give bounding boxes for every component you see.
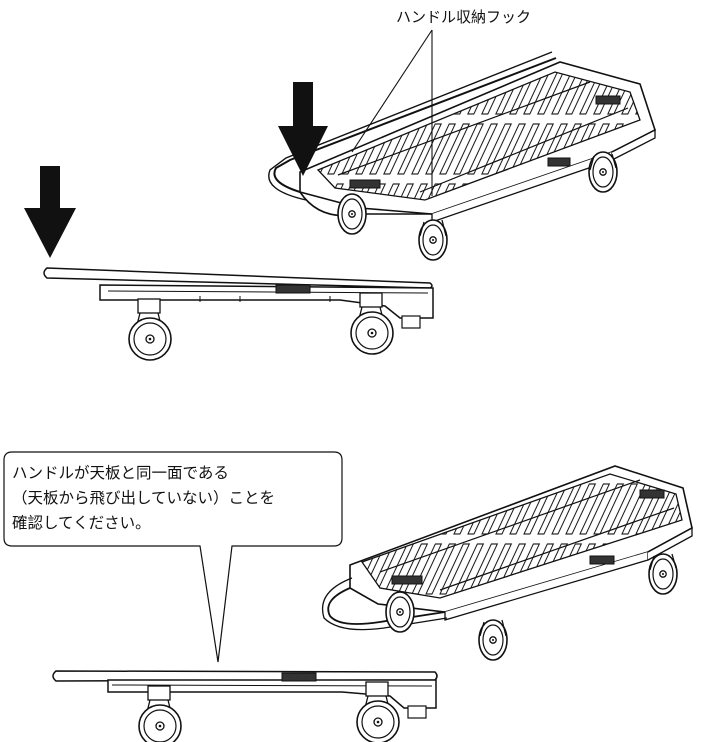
note-line-2: （天板から飛び出していない）ことを <box>12 489 276 507</box>
hook-callout-lines <box>351 29 433 196</box>
note-line-3: 確認してください。 <box>12 514 151 532</box>
press-arrow-side-icon <box>24 166 76 258</box>
note-callout-box <box>3 451 343 663</box>
bottom-cart-side-view <box>52 670 438 742</box>
handle-hook-label: ハンドル収納フック <box>396 8 532 26</box>
note-line-1: ハンドルが天板と同一面である <box>12 464 229 482</box>
press-arrow-top-icon <box>278 82 328 176</box>
bottom-cart-isometric <box>322 465 693 661</box>
top-cart-isometric <box>268 51 656 261</box>
flush-check-note: ハンドルが天板と同一面である （天板から飛び出していない）ことを 確認してくださ… <box>12 461 275 536</box>
top-cart-side-view <box>43 267 434 361</box>
